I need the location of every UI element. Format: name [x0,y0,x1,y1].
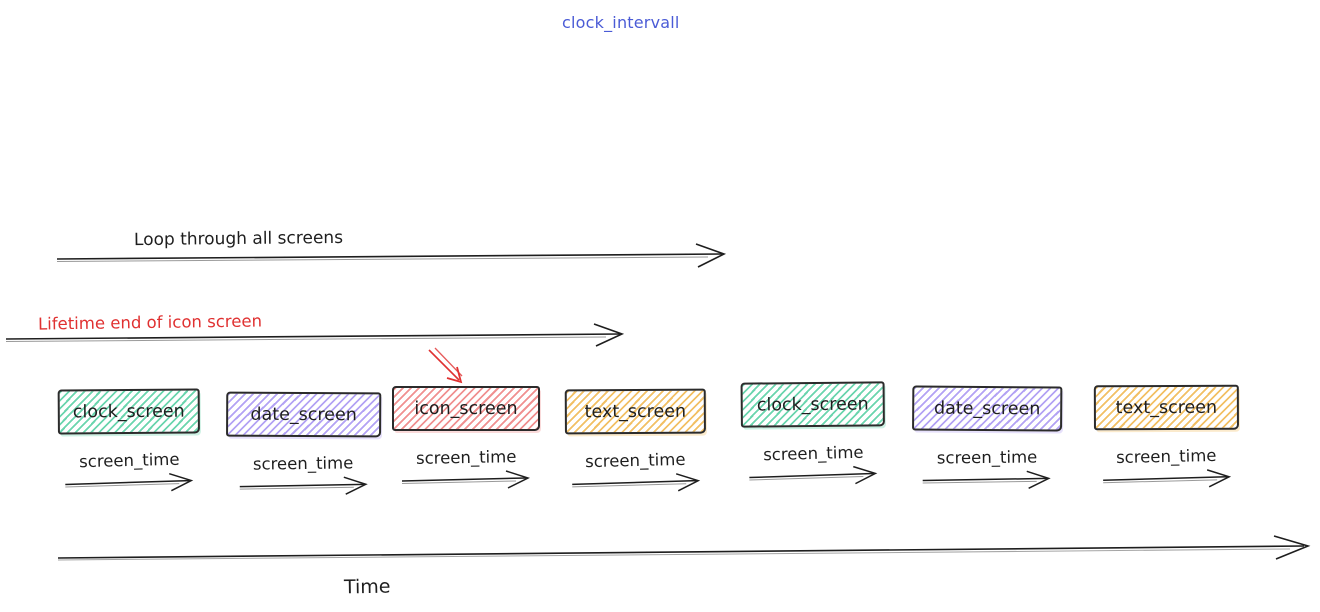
screen-time-label: screen_time [78,449,180,472]
screen-block: text_screen screen_time [1093,384,1239,490]
screen-box-label: text_screen [584,401,687,422]
lifetime-end-pointer-arrow [428,347,463,384]
screen-time-label: screen_time [585,449,686,472]
screen-box-text: text_screen [564,388,706,435]
time-axis-arrow [57,535,1311,561]
screen-box-label: date_screen [933,398,1041,419]
screen-box-label: clock_screen [72,401,185,422]
screen-time-arrow [401,470,530,489]
screen-box-clock: clock_screen [57,388,200,435]
screen-block: clock_screen screen_time [740,381,886,486]
screen-time-arrow [65,473,194,492]
screen-box-date: date_screen [912,385,1063,432]
screen-block: icon_screen screen_time [392,386,540,490]
screen-time-label: screen_time [762,442,864,465]
loop-arrow [56,243,727,268]
screen-time-arrow [749,465,878,485]
screen-block: date_screen screen_time [912,385,1063,490]
screen-time-label: screen_time [415,447,517,468]
screen-box-date: date_screen [226,391,382,438]
screen-time-label: screen_time [936,447,1038,468]
diagram-title: clock_intervall [562,13,680,32]
screen-time-arrow [1102,469,1231,488]
lifetime-arrow [5,323,625,347]
time-axis-label: Time [343,575,391,599]
screen-time-label: screen_time [253,453,354,474]
screen-block: clock_screen screen_time [57,388,201,494]
screen-box-label: date_screen [250,404,357,425]
screen-box-clock: clock_screen [740,381,885,428]
screen-box-label: text_screen [1115,397,1218,418]
screen-box-text: text_screen [1093,384,1239,431]
screen-time-arrow [239,476,368,495]
screen-block: text_screen screen_time [564,388,707,494]
screen-box-label: clock_screen [756,394,869,415]
screen-time-arrow [922,470,1051,489]
screen-time-arrow [571,473,700,492]
screen-block: date_screen screen_time [226,391,382,497]
screen-box-icon: icon_screen [392,386,540,431]
screen-box-label: icon_screen [414,398,518,419]
screen-time-label: screen_time [1116,445,1217,468]
